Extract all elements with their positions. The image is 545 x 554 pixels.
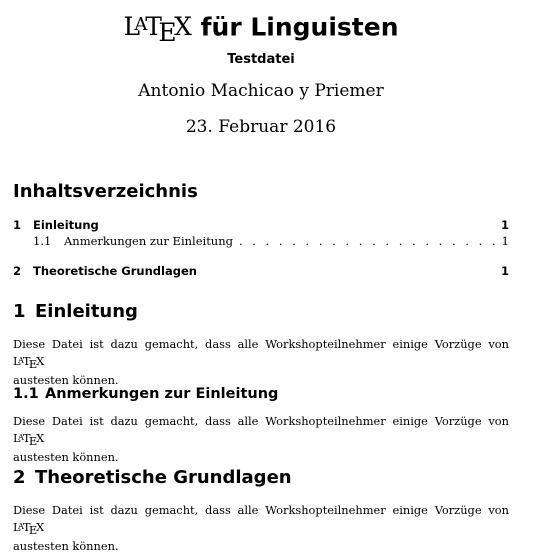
- toc-entry-number: 1: [13, 218, 22, 232]
- paragraph-text: Diese Datei ist dazu gemacht, dass alle …: [13, 414, 509, 428]
- section-title: Theoretische Grundlagen: [35, 467, 292, 488]
- section-title: Anmerkungen zur Einleitung: [45, 386, 279, 402]
- toc-entry-number: 2: [13, 264, 22, 278]
- section-heading: 2 Theoretische Grundlagen: [13, 467, 292, 488]
- toc-entry-label: Anmerkungen zur Einleitung: [64, 234, 233, 248]
- paragraph-text: Diese Datei ist dazu gemacht, dass alle …: [13, 337, 509, 351]
- latex-logo: LATEX: [123, 12, 192, 47]
- toc-entry-label: Einleitung: [33, 218, 99, 232]
- latex-logo: LATEX: [13, 354, 45, 371]
- document-subtitle: Testdatei: [227, 51, 295, 67]
- body-paragraph: Diese Datei ist dazu gemacht, dass alle …: [13, 502, 509, 554]
- document-date: 23. Februar 2016: [185, 116, 337, 137]
- document-page: LATEX für Linguisten Testdatei Antonio M…: [0, 10, 522, 553]
- toc-entry[interactable]: 1.1 Anmerkungen zur Einleitung . . . . .…: [33, 234, 509, 248]
- toc-entry-page: 1: [501, 234, 509, 248]
- toc-entry-label: Theoretische Grundlagen: [33, 264, 197, 278]
- paragraph-text: austesten können.: [13, 538, 119, 553]
- document-title: LATEX für Linguisten: [0, 10, 522, 48]
- toc-heading: Inhaltsverzeichnis: [13, 181, 198, 202]
- paragraph-text: Diese Datei ist dazu gemacht, dass alle …: [13, 503, 509, 517]
- toc-entry[interactable]: 2 Theoretische Grundlagen 1: [13, 264, 509, 278]
- body-paragraph: Diese Datei ist dazu gemacht, dass alle …: [13, 413, 509, 465]
- document-title-text: für Linguisten: [191, 12, 399, 42]
- section-number: 1.1: [13, 386, 39, 402]
- section-number: 2: [13, 467, 26, 488]
- section-number: 1: [13, 301, 26, 322]
- latex-logo: LATEX: [13, 520, 45, 537]
- toc-entry[interactable]: 1 Einleitung 1: [13, 218, 509, 232]
- toc-entry-number: 1.1: [33, 234, 52, 248]
- toc-dot-leader: . . . . . . . . . . . . . . . . . . . . …: [239, 234, 496, 248]
- paragraph-text: austesten können.: [13, 372, 119, 387]
- subsection-heading: 1.1 Anmerkungen zur Einleitung: [13, 386, 278, 402]
- section-heading: 1 Einleitung: [13, 301, 138, 322]
- title-block: LATEX für Linguisten Testdatei Antonio M…: [0, 10, 522, 137]
- document-author: Antonio Machicao y Priemer: [138, 80, 384, 101]
- section-title: Einleitung: [35, 301, 138, 322]
- toc-entry-page: 1: [500, 264, 509, 278]
- latex-logo: LATEX: [13, 431, 45, 448]
- body-paragraph: Diese Datei ist dazu gemacht, dass alle …: [13, 336, 509, 388]
- paragraph-text: austesten können.: [13, 449, 119, 464]
- toc-entry-page: 1: [500, 218, 509, 232]
